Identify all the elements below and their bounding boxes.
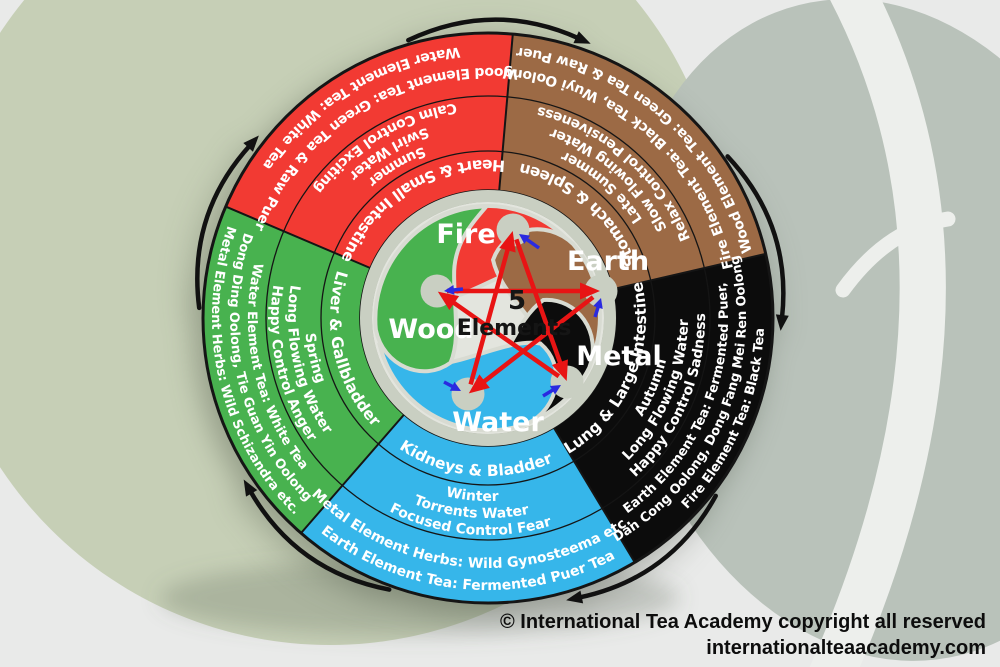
ring-text-season-water-0: Winter xyxy=(445,484,499,505)
element-hole-fire xyxy=(496,213,530,247)
background-swirl-band xyxy=(809,0,946,667)
center-title-word: Elements xyxy=(457,316,572,341)
section-boundary xyxy=(498,34,514,191)
control-arrow-earth-water xyxy=(468,295,595,394)
section-boundary xyxy=(612,252,766,291)
control-arrow-water-fire xyxy=(468,230,516,385)
element-label-fire: Fire xyxy=(436,219,495,250)
inner-gray-ring xyxy=(360,190,616,446)
copyright-line: © International Tea Academy copyright al… xyxy=(499,611,986,633)
generation-arrow-wood xyxy=(444,284,464,295)
wheel-section-water xyxy=(301,414,635,604)
wheel-section-earth xyxy=(499,34,766,290)
ring-separator xyxy=(320,150,656,486)
element-label-water: Water xyxy=(452,407,544,438)
generation-arrow-earth xyxy=(593,298,603,318)
rotation-arrow xyxy=(195,135,259,311)
background-swirl xyxy=(619,0,1000,661)
rotation-arrow xyxy=(243,479,392,592)
copyright: © International Tea Academy copyright al… xyxy=(500,609,986,661)
section-boundary xyxy=(225,205,371,269)
generation-arrow-metal xyxy=(542,385,561,398)
section-boundary xyxy=(300,413,405,534)
ring-separator xyxy=(201,31,775,605)
control-arrow-fire-metal xyxy=(514,238,568,382)
center-title-number: 5 xyxy=(508,286,526,316)
section-boundary xyxy=(553,427,636,563)
ring-separator xyxy=(265,95,711,541)
rotation-arrow xyxy=(406,17,591,44)
element-label-metal: Metal xyxy=(576,341,662,372)
wheel-section-fire xyxy=(225,33,513,268)
website-url: internationalteaacademy.com xyxy=(706,637,986,659)
wheel-section-wood xyxy=(203,206,404,534)
element-label-wood: Wood xyxy=(388,314,473,345)
generation-arrow-fire xyxy=(519,234,541,250)
generation-arrow-water xyxy=(443,380,461,391)
rotation-arrow xyxy=(725,154,789,331)
element-label-earth: Earth xyxy=(567,246,649,277)
control-arrow-metal-wood xyxy=(437,291,561,379)
rotation-arrow xyxy=(566,493,718,604)
background-swirl-dash xyxy=(835,211,956,298)
control-arrow-wood-earth xyxy=(447,282,600,300)
